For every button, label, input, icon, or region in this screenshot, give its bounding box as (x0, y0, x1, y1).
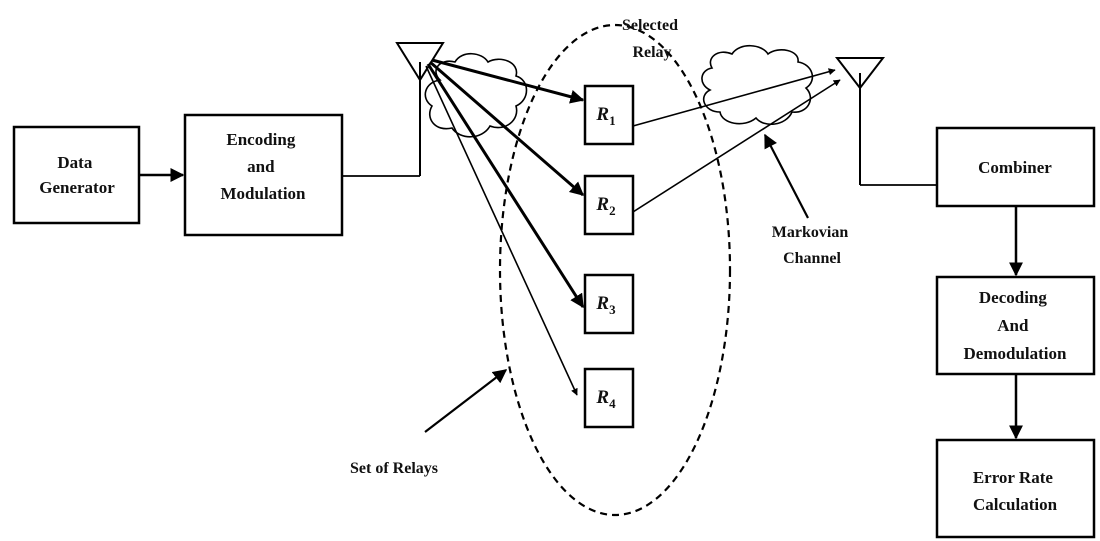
relay-r1-label: R1 (595, 104, 615, 128)
link-source-r2 (429, 60, 585, 197)
relay-r4-label: R4 (595, 387, 616, 411)
markovian-pointer-arrow (764, 133, 809, 219)
combiner-line-1: Combiner (978, 158, 1052, 177)
decoding-demodulation-label: Decoding And Demodulation (964, 288, 1068, 363)
receive-antenna-icon (834, 57, 886, 185)
relay-r1-subscript: 1 (609, 113, 616, 128)
markovian-channel-label: Markovian Channel (772, 224, 852, 267)
relay-r2-label: R2 (595, 194, 615, 218)
relay-r4-subscript: 4 (609, 396, 616, 411)
set-of-relays-pointer-arrow (424, 369, 508, 433)
encoding-line-3: Modulation (220, 184, 306, 203)
relay-r2-subscript: 2 (609, 203, 616, 218)
relay-r3-label: R3 (595, 293, 616, 317)
error-rate-line-2: Calculation (973, 495, 1058, 514)
selected-relay-line-2: Relay (632, 44, 671, 61)
error-rate-block (935, 438, 1096, 539)
link-r2-destination (632, 79, 841, 213)
error-rate-line-1: Error Rate (973, 468, 1054, 487)
set-of-relays-label: Set of Relays (350, 460, 438, 477)
relay-r3-subscript: 3 (609, 302, 616, 317)
combiner-block (935, 126, 1096, 208)
error-rate-label: Error Rate Calculation (973, 468, 1058, 514)
relay-box-r2 (583, 174, 635, 236)
relay-box-r1 (583, 84, 635, 146)
relay-box-r3 (583, 273, 635, 335)
encoding-modulation-label: Encoding and Modulation (220, 130, 306, 203)
encoding-line-2: and (247, 157, 275, 176)
markovian-line-1: Markovian (772, 224, 849, 241)
combiner-label: Combiner (978, 158, 1052, 177)
data-generator-label: Data Generator (39, 153, 115, 197)
link-source-r1 (431, 58, 585, 104)
selected-relay-line-1: Selected (622, 17, 678, 34)
data-generator-line-2: Generator (39, 178, 115, 197)
link-source-r3 (426, 63, 585, 309)
markovian-line-2: Channel (783, 250, 841, 267)
markovian-channel-cloud (701, 44, 814, 125)
encoding-line-1: Encoding (226, 130, 295, 149)
relay-set-ellipse (498, 23, 732, 517)
source-channel-cloud (424, 52, 528, 138)
link-source-r4 (425, 65, 578, 396)
data-generator-line-1: Data (57, 153, 92, 172)
link-r1-destination (632, 68, 836, 127)
data-generator-block (12, 125, 141, 225)
relay-r3-letter: R (595, 293, 609, 314)
decoding-line-1: Decoding (979, 288, 1048, 307)
relay-r4-letter: R (595, 387, 609, 408)
relay-r2-letter: R (595, 194, 609, 215)
relay-box-r4 (583, 367, 635, 429)
encoding-modulation-block (183, 113, 344, 237)
relay-r1-letter: R (595, 104, 609, 125)
decoding-line-2: And (997, 316, 1029, 335)
selected-relay-label: Selected Relay (622, 17, 682, 61)
decoding-line-3: Demodulation (964, 344, 1068, 363)
